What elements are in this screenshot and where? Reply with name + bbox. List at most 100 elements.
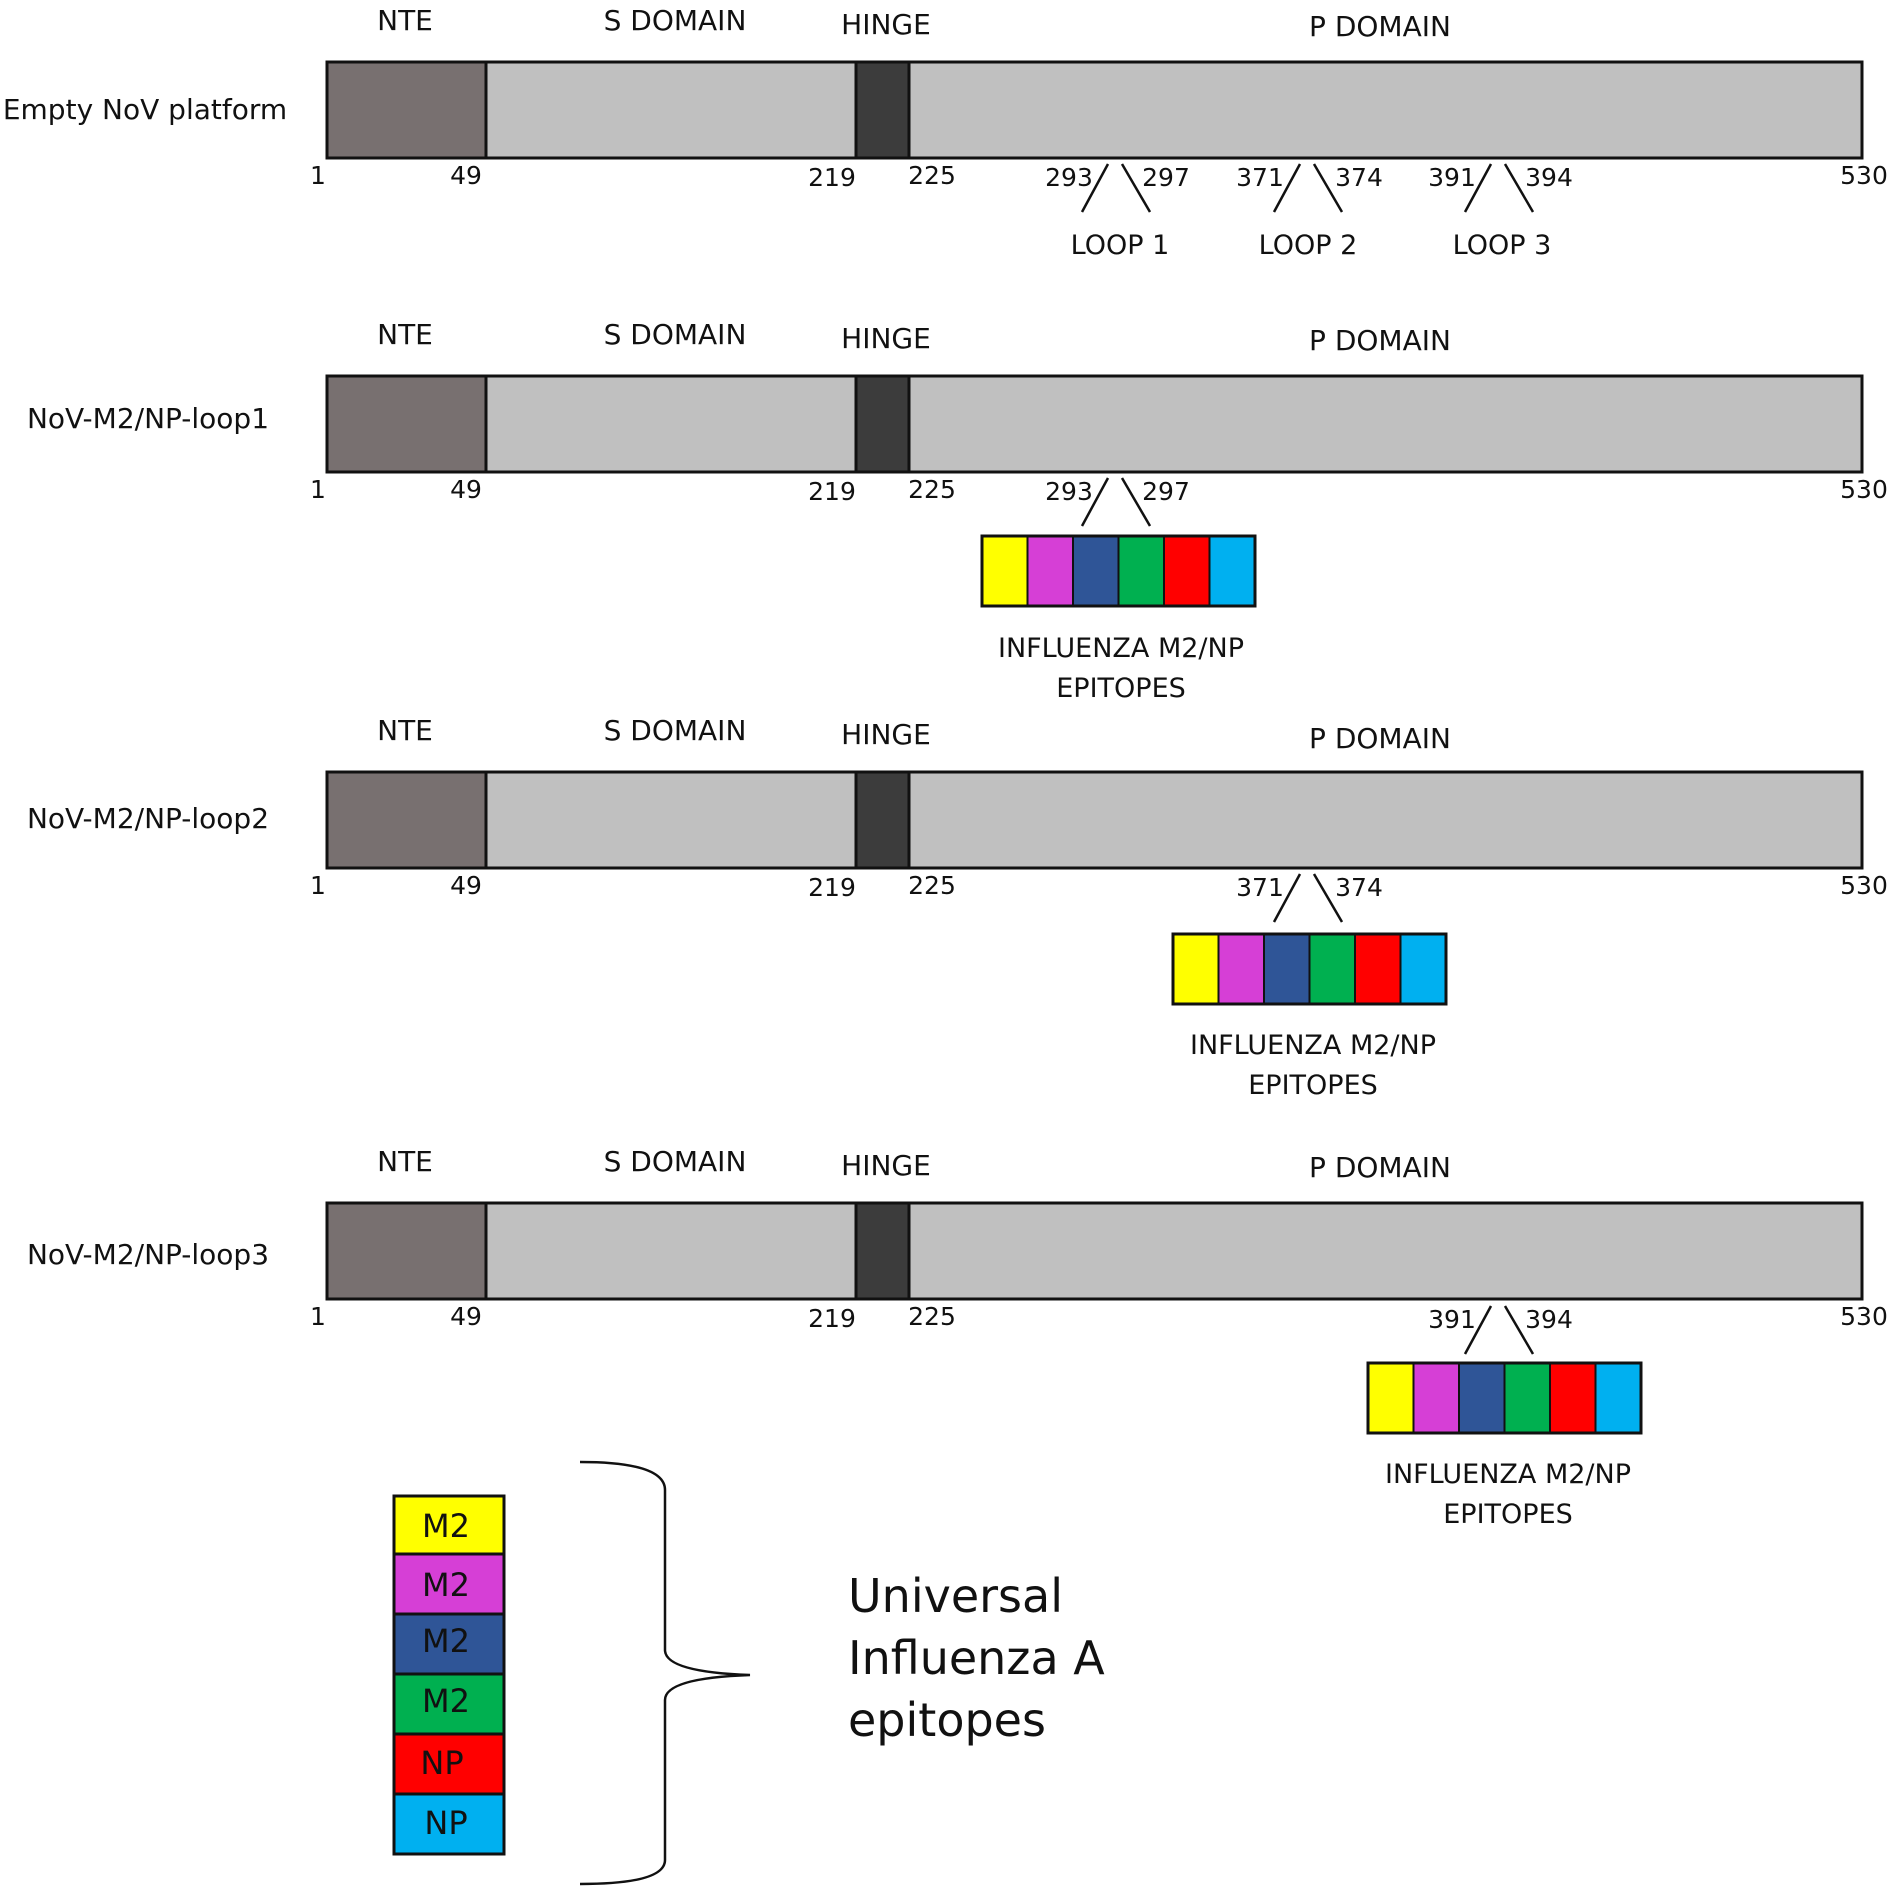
epitope-caption-line1: INFLUENZA M2/NP: [998, 633, 1244, 664]
nte-segment: [325, 60, 488, 160]
p-domain-header: P DOMAIN: [1309, 324, 1451, 357]
loop-1-label: LOOP 1: [1071, 230, 1170, 261]
loop-marker-line: [1463, 163, 1493, 213]
hinge-header: HINGE: [841, 718, 931, 751]
nte-header: NTE: [377, 318, 433, 351]
legend-item: M2: [392, 1612, 506, 1676]
s-domain-header: S DOMAIN: [604, 318, 747, 351]
loop-end-number: 374: [1335, 163, 1383, 192]
s-domain-header: S DOMAIN: [604, 4, 747, 37]
tick-219: 219: [808, 477, 856, 506]
loop-end-number: 297: [1142, 163, 1190, 192]
epitope-block: [981, 535, 1029, 607]
construct-row-loop2: NTE S DOMAIN HINGE P DOMAIN NoV-M2/NP-lo…: [27, 714, 1888, 1101]
p-domain-header: P DOMAIN: [1309, 10, 1451, 43]
loop-marker-line: [1503, 1305, 1535, 1355]
hinge-header: HINGE: [841, 8, 931, 41]
loop-end-number: 374: [1335, 873, 1383, 902]
epitope-block: [1399, 933, 1447, 1005]
loop-marker-line: [1120, 477, 1152, 527]
loop-start-number: 391: [1428, 1305, 1476, 1334]
p-domain-segment: [907, 60, 1864, 160]
legend-item: NP: [392, 1792, 506, 1856]
epitope-block: [1458, 1362, 1506, 1434]
tick-49: 49: [450, 161, 482, 190]
legend-label: M2: [422, 1566, 470, 1604]
loop-start-number: 371: [1236, 873, 1284, 902]
tick-530: 530: [1840, 871, 1888, 900]
tick-219: 219: [808, 1304, 856, 1333]
legend-text-line1: Universal: [848, 1569, 1063, 1623]
tick-225: 225: [908, 871, 956, 900]
epitope-caption-line1: INFLUENZA M2/NP: [1190, 1030, 1436, 1061]
p-domain-header: P DOMAIN: [1309, 1151, 1451, 1184]
loop-3-label: LOOP 3: [1453, 230, 1552, 261]
construct-label: NoV-M2/NP-loop2: [27, 802, 269, 835]
epitope-block: [1263, 933, 1311, 1005]
epitope-block: [1367, 1362, 1415, 1434]
legend-text-line3: epitopes: [848, 1693, 1046, 1747]
loop-marker-line: [1272, 873, 1302, 923]
loop-marker-line: [1120, 163, 1152, 213]
p-domain-segment: [907, 374, 1864, 474]
loop-start-number: 293: [1045, 477, 1093, 506]
construct-label: NoV-M2/NP-loop1: [27, 402, 269, 435]
epitope-block: [1163, 535, 1211, 607]
tick-49: 49: [450, 1302, 482, 1331]
tick-225: 225: [908, 161, 956, 190]
loop-marker-line: [1463, 1305, 1493, 1355]
legend-label: NP: [424, 1804, 467, 1842]
p-domain-segment: [907, 770, 1864, 870]
s-domain-segment: [484, 374, 858, 474]
hinge-segment: [854, 770, 911, 870]
tick-219: 219: [808, 873, 856, 902]
loop-marker-line: [1272, 163, 1302, 213]
p-domain-segment: [907, 1201, 1864, 1301]
epitope-caption-line2: EPITOPES: [1248, 1070, 1378, 1101]
loop-marker-line: [1312, 873, 1344, 923]
s-domain-segment: [484, 770, 858, 870]
nte-header: NTE: [377, 1145, 433, 1178]
loop-marker-line: [1080, 477, 1110, 527]
epitope-block: [1308, 933, 1356, 1005]
loop-marker-line: [1080, 163, 1110, 213]
s-domain-segment: [484, 60, 858, 160]
loop-marker-line: [1503, 163, 1535, 213]
legend-swatch: [392, 1672, 506, 1736]
hinge-header: HINGE: [841, 322, 931, 355]
epitope-block: [1208, 535, 1256, 607]
tick-225: 225: [908, 475, 956, 504]
tick-1: 1: [310, 161, 326, 190]
tick-530: 530: [1840, 161, 1888, 190]
epitope-block: [1026, 535, 1074, 607]
legend-label: NP: [420, 1744, 463, 1782]
p-domain-header: P DOMAIN: [1309, 722, 1451, 755]
tick-1: 1: [310, 475, 326, 504]
brace-icon: [579, 1460, 751, 1886]
epitope-block: [1117, 535, 1165, 607]
tick-1: 1: [310, 871, 326, 900]
tick-49: 49: [450, 871, 482, 900]
hinge-segment: [854, 1201, 911, 1301]
epitope-legend: M2 M2 M2 M2 NP NP Universal Influenza A …: [392, 1460, 1105, 1886]
epitope-caption-line2: EPITOPES: [1443, 1499, 1573, 1530]
construct-label: Empty NoV platform: [3, 93, 287, 126]
construct-row-empty-platform: NTE S DOMAIN HINGE P DOMAIN Empty NoV pl…: [3, 4, 1888, 261]
tick-1: 1: [310, 1302, 326, 1331]
hinge-segment: [854, 60, 911, 160]
nte-header: NTE: [377, 4, 433, 37]
construct-label: NoV-M2/NP-loop3: [27, 1238, 269, 1271]
loop-2-label: LOOP 2: [1259, 230, 1358, 261]
epitope-block: [1594, 1362, 1642, 1434]
nte-segment: [325, 374, 488, 474]
tick-219: 219: [808, 163, 856, 192]
legend-label: M2: [422, 1682, 470, 1720]
epitope-strip: [1171, 932, 1448, 1006]
epitope-strip: [1366, 1361, 1643, 1435]
loop-end-number: 297: [1142, 477, 1190, 506]
epitope-strip-outline: [1171, 932, 1448, 1006]
legend-item: M2: [392, 1672, 506, 1736]
epitope-strip: [980, 534, 1257, 608]
epitope-block: [1549, 1362, 1597, 1434]
